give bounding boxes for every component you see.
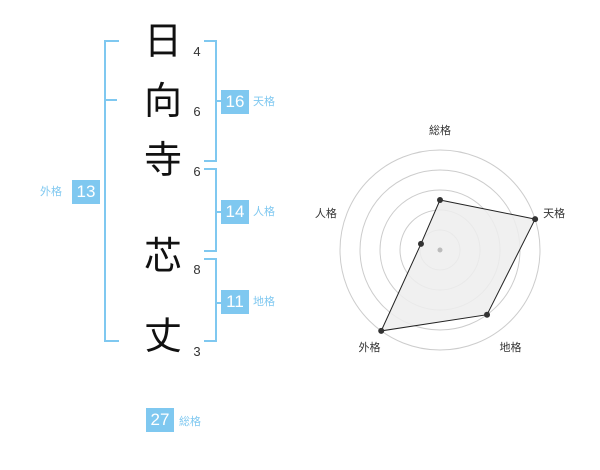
radar-point-1 xyxy=(437,197,443,203)
gaikaku-bracket xyxy=(104,40,119,342)
soukaku-label: 総格 xyxy=(179,415,201,428)
radar-center xyxy=(437,247,443,253)
radar-axis-label-1: 総格 xyxy=(429,123,451,137)
chikaku-value: 11 xyxy=(221,290,249,314)
tenkaku-value: 16 xyxy=(221,90,249,114)
stroke-count-5: 3 xyxy=(193,344,201,359)
radar-points xyxy=(378,197,539,334)
stroke-count-3: 6 xyxy=(193,164,201,179)
soukaku-value: 27 xyxy=(146,408,174,432)
tenkaku-label: 天格 xyxy=(253,95,275,108)
radar-axis-label-2: 天格 xyxy=(543,206,565,220)
radar-axis-label-4: 外格 xyxy=(358,340,380,354)
name-char-1: 日 xyxy=(143,19,182,63)
gaikaku-value: 13 xyxy=(72,180,100,204)
radar-point-3 xyxy=(484,311,491,318)
radar-grid-ring xyxy=(339,149,541,351)
chikaku-label: 地格 xyxy=(253,295,275,308)
jinkaku-connector xyxy=(215,211,221,213)
gaikaku-label: 外格 xyxy=(40,185,62,198)
stroke-count-1: 4 xyxy=(193,44,201,59)
name-char-3: 寺 xyxy=(143,138,182,182)
radar-polygon xyxy=(380,199,536,332)
jinkaku-value: 14 xyxy=(221,200,249,224)
chikaku-bracket xyxy=(204,258,217,342)
radar-point-4 xyxy=(378,327,385,334)
jinkaku-bracket xyxy=(204,168,217,252)
radar-axis-label-5: 人格 xyxy=(315,206,337,220)
stroke-count-4: 8 xyxy=(193,262,201,277)
tenkaku-connector xyxy=(215,100,221,102)
stroke-count-2: 6 xyxy=(193,104,201,119)
name-char-5: 丈 xyxy=(143,314,182,358)
radar-point-5 xyxy=(417,240,424,247)
radar-point-2 xyxy=(532,216,539,223)
gaikaku-bracket-tick xyxy=(104,99,117,101)
jinkaku-label: 人格 xyxy=(253,205,275,218)
name-char-2: 向 xyxy=(143,79,182,123)
radar-axis-label-3: 地格 xyxy=(500,340,522,354)
name-char-4: 芯 xyxy=(143,234,182,278)
chikaku-connector xyxy=(215,302,221,304)
